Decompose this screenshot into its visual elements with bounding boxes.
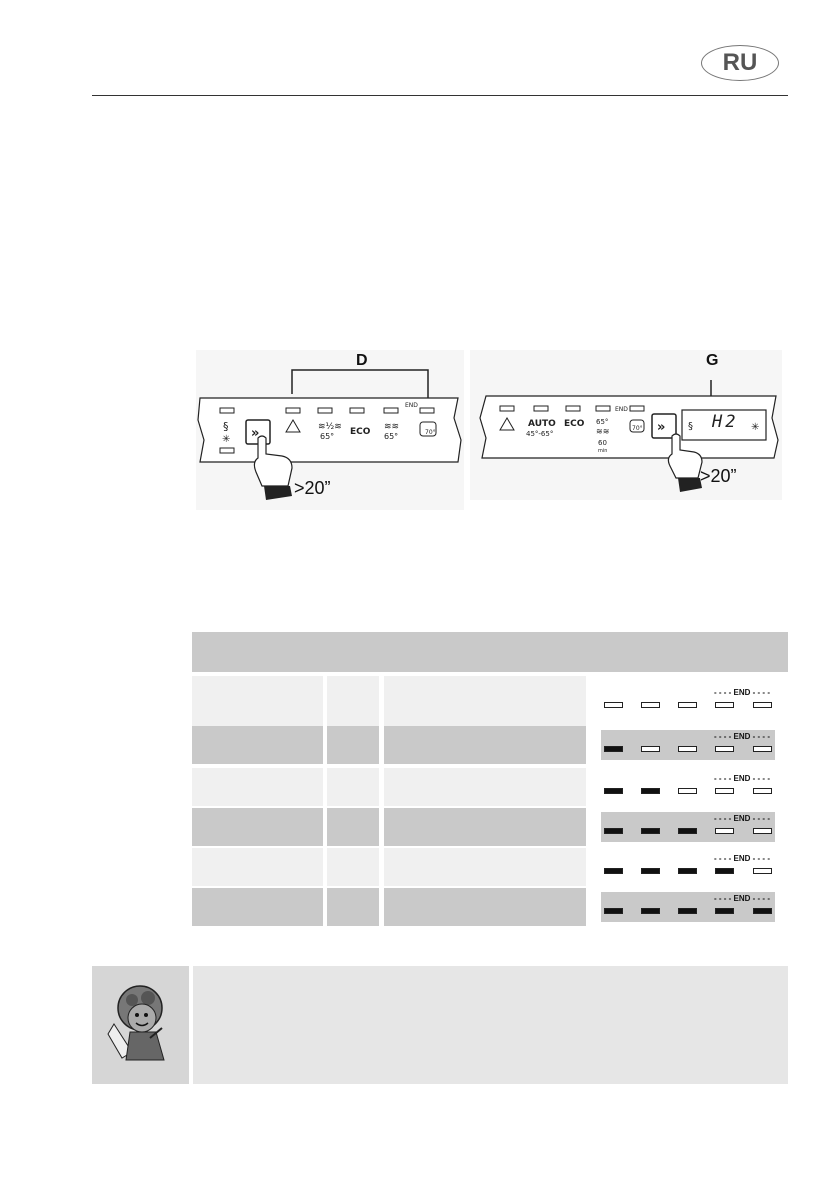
- indicator-lamp-off: [753, 868, 772, 874]
- mascot-icon: [107, 985, 165, 1061]
- language-badge: RU: [701, 45, 779, 81]
- indicator-lamp-row: - - - - END - - - -: [601, 892, 775, 922]
- indicator-lamp-off: [753, 788, 772, 794]
- indicator-lamp-on: [678, 908, 697, 914]
- indicator-lamp-on: [604, 746, 623, 752]
- tip-text-panel: [193, 966, 788, 1084]
- svg-text:ECO: ECO: [350, 427, 371, 437]
- end-label: - - - - END - - - -: [714, 774, 770, 783]
- indicator-lamp-row: - - - - END - - - -: [601, 772, 775, 802]
- table-header: [192, 632, 788, 672]
- indicator-lamp-off: [753, 746, 772, 752]
- figure-label-d: D: [356, 352, 368, 369]
- svg-text:§: §: [688, 421, 693, 432]
- table-cell-1: [192, 676, 323, 726]
- end-label: - - - - END - - - -: [714, 854, 770, 863]
- indicator-lamp-on: [604, 788, 623, 794]
- language-badge-label: RU: [722, 49, 758, 76]
- indicator-lamp-on: [641, 868, 660, 874]
- svg-text:ECO: ECO: [564, 419, 585, 429]
- indicator-lamp-row: - - - - END - - - -: [601, 686, 775, 716]
- svg-text:65°: 65°: [384, 432, 398, 441]
- svg-text:70°: 70°: [632, 425, 643, 432]
- indicator-lamp-off: [641, 746, 660, 752]
- svg-text:min: min: [598, 448, 607, 454]
- svg-text:AUTO: AUTO: [528, 419, 556, 429]
- indicator-lamp-on: [715, 868, 734, 874]
- svg-text:≋≋: ≋≋: [596, 427, 609, 436]
- control-panel-left-illustration: § ✳ » ≋½≋ 65° ECO ≋≋ 65° END 70°: [197, 369, 462, 500]
- indicator-lamp-on: [641, 788, 660, 794]
- svg-text:✳: ✳: [751, 422, 759, 433]
- indicator-lamp-off: [715, 828, 734, 834]
- end-label: - - - - END - - - -: [714, 688, 770, 697]
- indicator-lamp-off: [715, 746, 734, 752]
- svg-text:≋≋: ≋≋: [384, 422, 399, 432]
- indicator-lamp-off: [753, 702, 772, 708]
- table-cell-1: [192, 808, 323, 846]
- table-cell-3: [384, 848, 586, 886]
- table-cell-1: [192, 726, 323, 764]
- control-panel-right-illustration: END AUTO 45°-65° ECO 65° ≋≋ 60 min 70° »…: [479, 380, 779, 492]
- indicator-lamp-row: - - - - END - - - -: [601, 812, 775, 842]
- indicator-lamp-off: [678, 702, 697, 708]
- table-cell-2: [327, 768, 379, 806]
- table-cell-1: [192, 888, 323, 926]
- indicator-lamp-off: [678, 746, 697, 752]
- svg-text:≋½≋: ≋½≋: [318, 422, 342, 432]
- table-cell-2: [327, 808, 379, 846]
- indicator-lamp-on: [641, 828, 660, 834]
- indicator-lamp-off: [678, 788, 697, 794]
- svg-text:65°: 65°: [320, 432, 334, 441]
- table-cell-2: [327, 726, 379, 764]
- end-label: - - - - END - - - -: [714, 732, 770, 741]
- indicator-lamp-on: [753, 908, 772, 914]
- table-cell-2: [327, 848, 379, 886]
- indicator-lamp-row: - - - - END - - - -: [601, 852, 775, 882]
- header-divider: [92, 95, 788, 96]
- table-cell-3: [384, 768, 586, 806]
- svg-text:END: END: [405, 402, 418, 409]
- indicator-lamp-row: - - - - END - - - -: [601, 730, 775, 760]
- indicator-lamp-on: [715, 908, 734, 914]
- display-readout: H2: [712, 412, 739, 432]
- table-cell-3: [384, 808, 586, 846]
- indicator-lamp-off: [715, 788, 734, 794]
- table-cell-3: [384, 888, 586, 926]
- end-label: - - - - END - - - -: [714, 894, 770, 903]
- indicator-lamp-on: [604, 868, 623, 874]
- indicator-lamp-off: [641, 702, 660, 708]
- svg-text:»: »: [657, 420, 665, 435]
- svg-text:70°: 70°: [425, 429, 436, 436]
- hold-duration-label-left: >20”: [294, 478, 331, 498]
- control-panel-figure-left: § ✳ » ≋½≋ 65° ECO ≋≋ 65° END 70° D >20”: [196, 350, 464, 510]
- indicator-lamp-on: [604, 828, 623, 834]
- table-cell-3: [384, 676, 586, 726]
- svg-text:»: »: [251, 426, 259, 441]
- svg-text:60: 60: [598, 439, 607, 447]
- svg-text:65°: 65°: [596, 418, 608, 426]
- indicator-lamp-off: [604, 702, 623, 708]
- svg-text:45°-65°: 45°-65°: [526, 430, 553, 438]
- indicator-lamp-on: [641, 908, 660, 914]
- svg-text:§: §: [223, 420, 229, 433]
- figure-label-g: G: [706, 352, 719, 369]
- table-cell-3: [384, 726, 586, 764]
- tip-icon-panel: [92, 966, 189, 1084]
- hold-duration-label-right: >20”: [700, 466, 737, 486]
- indicator-lamp-on: [678, 868, 697, 874]
- table-cell-1: [192, 768, 323, 806]
- end-label: - - - - END - - - -: [714, 814, 770, 823]
- table-cell-1: [192, 848, 323, 886]
- indicator-lamp-on: [678, 828, 697, 834]
- indicator-lamp-off: [715, 702, 734, 708]
- control-panel-figure-right: END AUTO 45°-65° ECO 65° ≋≋ 60 min 70° »…: [470, 350, 782, 500]
- indicator-lamp-off: [753, 828, 772, 834]
- table-cell-2: [327, 888, 379, 926]
- svg-text:END: END: [615, 406, 628, 413]
- table-cell-2: [327, 676, 379, 726]
- indicator-lamp-on: [604, 908, 623, 914]
- svg-text:✳: ✳: [222, 434, 230, 445]
